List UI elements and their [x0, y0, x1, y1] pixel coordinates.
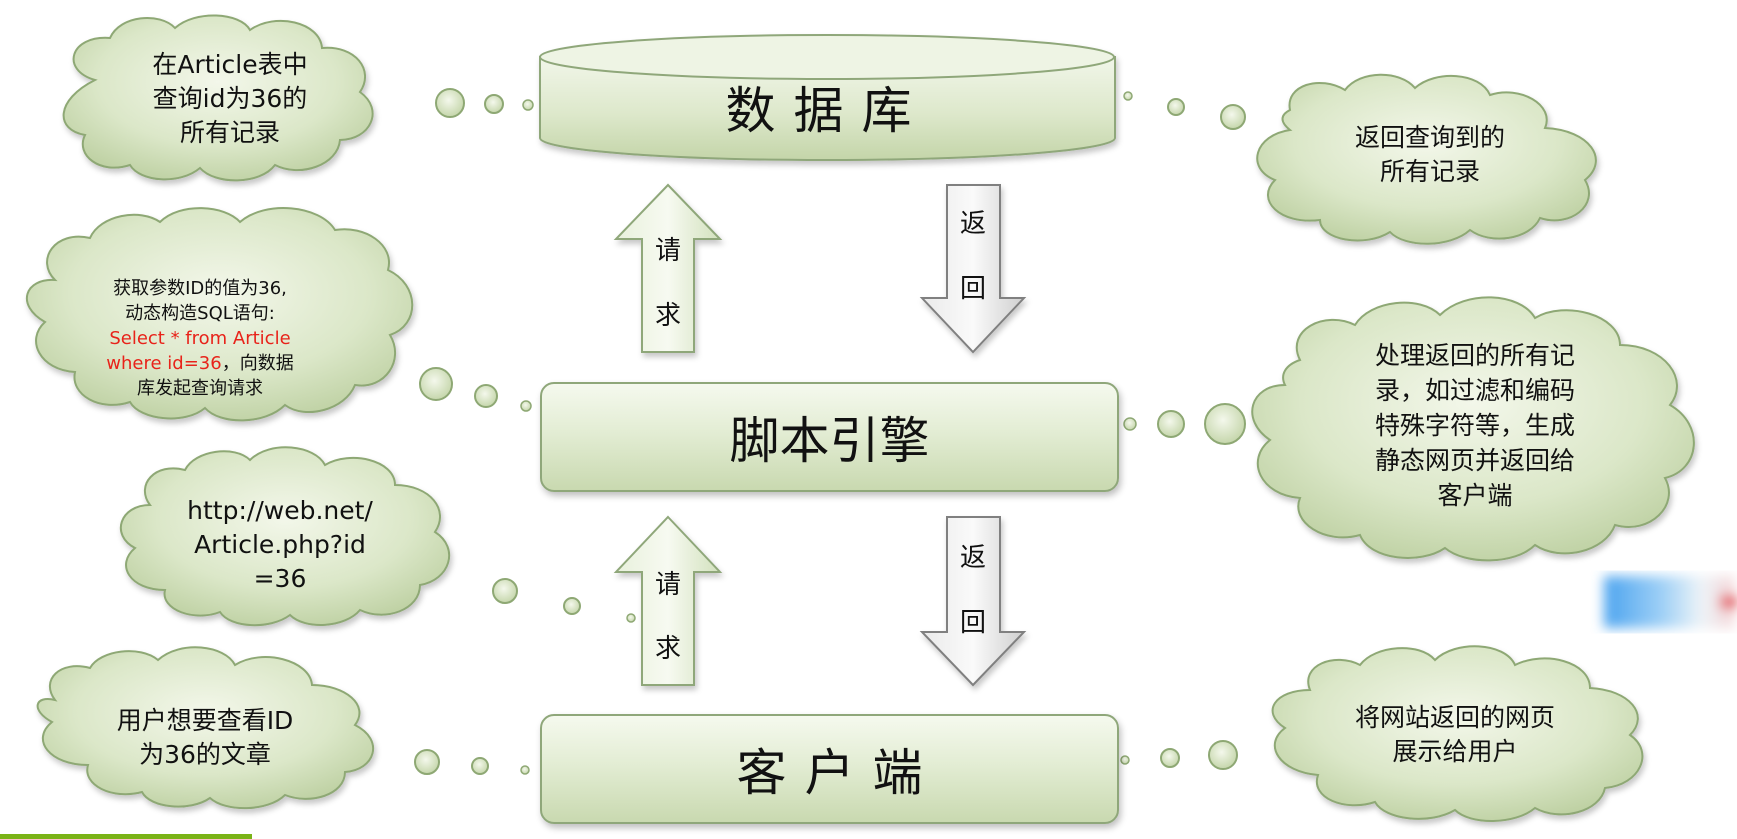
cloud-user-want-line-2: 为36的文章: [139, 739, 271, 769]
cloud-process-line-4: 静态网页并返回给: [1374, 445, 1575, 475]
request-label-lower-1: 请: [654, 570, 681, 600]
accent-line: [0, 834, 252, 839]
cloud-process-line-1: 处理返回的所有记: [1374, 340, 1575, 370]
return-label-lower-2: 回: [959, 608, 986, 638]
cloud-query-db-text: 在Article表中 查询id为36的 所有记录: [120, 40, 340, 158]
cloud-url: [119, 446, 451, 627]
cloud-url-line-1: http://web.net/: [187, 496, 373, 525]
blurred-overlay: [1604, 576, 1737, 628]
cloud-show-page-text: 将网站返回的网页 展示给用户: [1320, 697, 1590, 772]
request-arrow-upper: [613, 183, 723, 353]
cloud-build-sql-sql-line-1: Select * from Article: [109, 327, 291, 349]
cloud-user-want-text: 用户想要查看ID 为36的文章: [70, 700, 340, 775]
bubbles-process: [1123, 403, 1246, 445]
cloud-return-records-text: 返回查询到的 所有记录: [1300, 115, 1560, 195]
script-engine-label: 脚本引擎: [729, 412, 930, 470]
cloud-build-sql-line-3-rest: ，向数据: [221, 352, 294, 374]
cloud-build-sql-line-1: 获取参数ID的值为36,: [113, 277, 287, 299]
cloud-build-sql-sql-line-2: where id=36: [106, 352, 222, 374]
cloud-build-sql-text: 获取参数ID的值为36, 动态构造SQL语句: Select * from Ar…: [60, 268, 340, 408]
cloud-url-line-2: Article.php?id: [194, 530, 366, 559]
return-arrow-lower: [919, 516, 1027, 687]
client-node: 客户端: [540, 714, 1119, 824]
return-label-upper-2: 回: [959, 274, 986, 304]
return-label-lower-1: 返: [959, 543, 986, 573]
cloud-process-line-5: 客户端: [1437, 480, 1513, 510]
database-label-text: 数据库: [725, 82, 930, 140]
cloud-query-db-line-2: 查询id为36的: [152, 84, 308, 113]
bubbles-build-sql: [419, 367, 532, 412]
return-label-upper-1: 返: [959, 209, 986, 239]
database-cylinder: [539, 34, 1116, 162]
cloud-return-records-line-2: 所有记录: [1379, 157, 1480, 186]
cloud-query-db: [62, 14, 374, 182]
database-label: 数据库: [540, 62, 1115, 152]
request-label-upper-2: 求: [654, 301, 681, 331]
cloud-return-records-line-1: 返回查询到的: [1354, 123, 1505, 152]
cloud-show-page: [1271, 645, 1644, 822]
request-label-upper-1: 请: [654, 236, 681, 266]
bubbles-show-page: [1120, 740, 1238, 770]
bubbles-return-records: [1123, 91, 1246, 130]
cloud-user-want-line-1: 用户想要查看ID: [116, 705, 294, 735]
return-arrow-upper: [919, 184, 1027, 354]
cloud-process-line-3: 特殊字符等，生成: [1374, 410, 1575, 440]
request-arrow-lower: [613, 515, 723, 686]
bubbles-user-want: [414, 749, 530, 775]
script-engine-node: 脚本引擎: [540, 382, 1119, 492]
cloud-query-db-line-1: 在Article表中: [152, 50, 308, 79]
cloud-user-want: [36, 646, 375, 810]
cloud-build-sql: [25, 207, 414, 422]
cloud-url-text: http://web.net/ Article.php?id =36: [160, 490, 400, 600]
cloud-return-records: [1256, 73, 1597, 245]
cloud-show-page-line-1: 将网站返回的网页: [1354, 702, 1555, 732]
request-label-lower-2: 求: [654, 634, 681, 664]
cloud-build-sql-line-2: 动态构造SQL语句:: [125, 302, 275, 324]
cloud-process-line-2: 录，如过滤和编码: [1374, 375, 1575, 405]
cloud-process: [1251, 296, 1695, 562]
cloud-url-line-3: =36: [253, 564, 307, 593]
cloud-build-sql-line-3: where id=36，向数据: [106, 351, 293, 376]
cloud-build-sql-line-4: 库发起查询请求: [137, 377, 263, 399]
bubbles-query-db: [435, 88, 534, 118]
cloud-process-text: 处理返回的所有记 录，如过滤和编码 特殊字符等，生成 静态网页并返回给 客户端: [1325, 335, 1625, 515]
cloud-show-page-line-2: 展示给用户: [1392, 736, 1518, 766]
cloud-query-db-line-3: 所有记录: [179, 118, 280, 147]
client-label: 客户端: [736, 744, 941, 802]
bubbles-url: [492, 578, 636, 623]
